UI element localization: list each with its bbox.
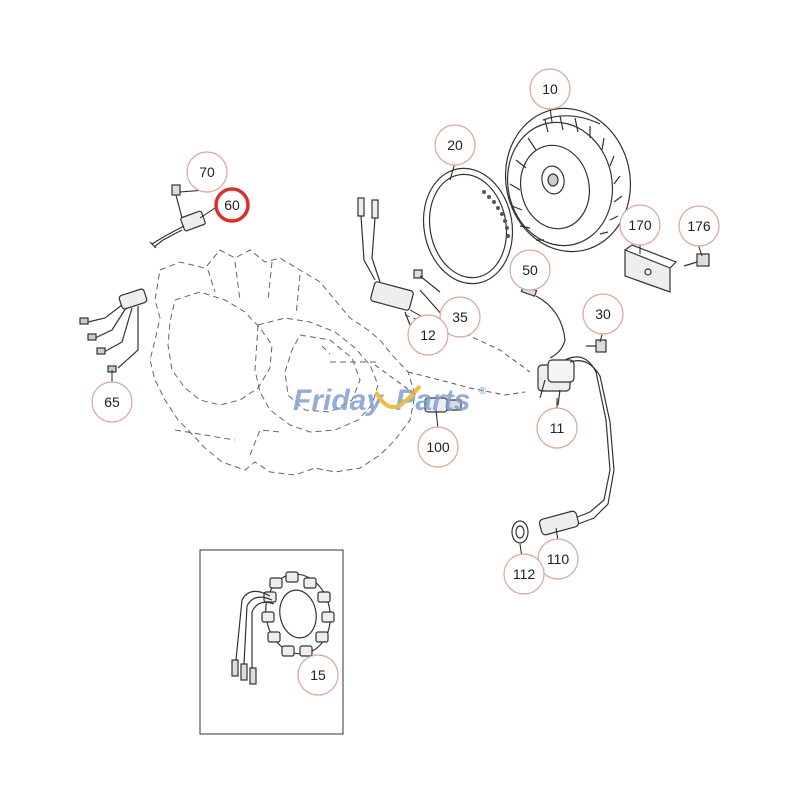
callout-label-35: 35: [452, 309, 468, 325]
sensor-assembly: [149, 184, 206, 249]
callout-20: 20: [434, 124, 476, 166]
callout-70: 70: [186, 151, 228, 193]
callout-label-10: 10: [542, 81, 558, 97]
callout-label-176: 176: [687, 218, 711, 234]
callout-circle-20: [434, 124, 476, 166]
callout-circle-15: [297, 654, 339, 696]
callout-circle-60: [214, 187, 250, 223]
callout-circle-30: [582, 293, 624, 335]
callout-170: 170: [619, 204, 661, 246]
flywheel: [504, 107, 632, 253]
callout-10: 10: [529, 68, 571, 110]
callout-label-65: 65: [104, 394, 120, 410]
callout-65: 65: [91, 381, 133, 423]
callout-label-12: 12: [420, 327, 436, 343]
callout-layer: 10 20 70 60 170 176 50 35 12 30 65 100 11 110 112 15: [91, 68, 720, 696]
callout-50: 50: [509, 249, 551, 291]
callout-circle-35: [439, 296, 481, 338]
callout-label-110: 110: [547, 551, 570, 567]
callout-circle-10: [529, 68, 571, 110]
callout-110: 110: [537, 538, 579, 580]
stator: [231, 571, 335, 685]
ring-gear: [422, 167, 514, 285]
callout-circle-70: [186, 151, 228, 193]
callout-label-30: 30: [595, 306, 611, 322]
callout-circle-112: [503, 553, 545, 595]
callout-30: 30: [582, 293, 624, 335]
callout-label-20: 20: [447, 137, 463, 153]
callout-label-60: 60: [224, 197, 240, 213]
callout-112: 112: [503, 553, 545, 595]
callout-35: 35: [439, 296, 481, 338]
bracket-170: [624, 244, 678, 293]
callout-circle-65: [91, 381, 133, 423]
watermark-accent-swoosh: [374, 384, 422, 409]
pulser-coil-12: [357, 197, 441, 326]
ignition-coil: [537, 339, 607, 406]
engine-block-outline: [149, 249, 416, 476]
stator-inset-frame: [199, 549, 344, 735]
callout-label-11: 11: [550, 420, 565, 436]
callout-12: 12: [407, 314, 449, 356]
callout-176: 176: [678, 205, 720, 247]
callout-label-112: 112: [513, 566, 536, 582]
callout-label-50: 50: [522, 262, 538, 278]
callout-60: 60: [214, 187, 250, 223]
spark-plug-lead: [511, 356, 615, 544]
callout-label-100: 100: [426, 439, 450, 455]
callout-circle-11: [536, 407, 578, 449]
watermark-brand-part1: Friday: [293, 384, 384, 417]
callout-circle-12: [407, 314, 449, 356]
callout-label-70: 70: [199, 164, 215, 180]
ground-wire-50: [520, 285, 566, 359]
callout-label-170: 170: [628, 217, 652, 233]
callout-circle-100: [417, 426, 459, 468]
callout-label-15: 15: [310, 667, 326, 683]
watermark: Friday Parts ®: [293, 384, 487, 417]
callout-100: 100: [417, 426, 459, 468]
watermark-registered: ®: [479, 386, 487, 397]
callout-circle-170: [619, 204, 661, 246]
callout-circle-50: [509, 249, 551, 291]
wire-harness: [79, 288, 148, 373]
screw-176: [683, 253, 710, 267]
callout-11: 11: [536, 407, 578, 449]
svg-text:Friday Parts ®: Friday Parts ®: [293, 384, 487, 417]
callout-15: 15: [297, 654, 339, 696]
callout-circle-176: [678, 205, 720, 247]
